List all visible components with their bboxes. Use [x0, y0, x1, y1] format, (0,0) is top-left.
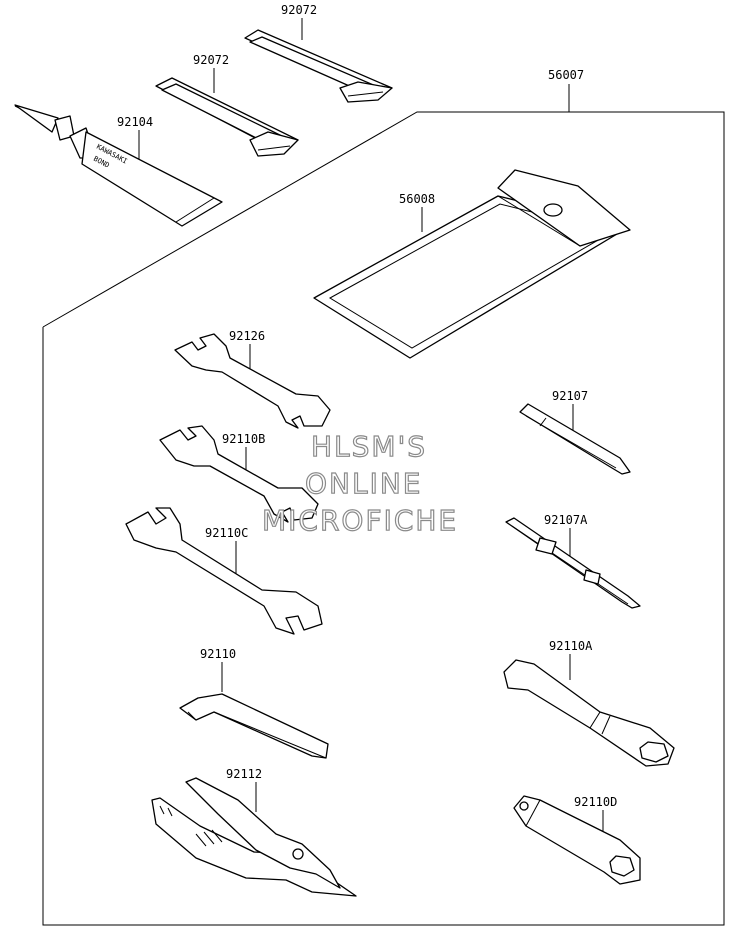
label-56008: 56008	[399, 192, 435, 206]
strap-92072-top	[244, 29, 393, 103]
screwdriver-92107A	[505, 517, 641, 609]
wrench-92110B	[159, 425, 319, 523]
box-wrench-92110A	[503, 659, 675, 767]
watermark: HLSM'S ONLINE MICROFICHE	[261, 429, 458, 537]
pouch-56008	[313, 169, 631, 359]
watermark-line-1: HLSM'S	[311, 430, 427, 463]
strap-92072-mid	[155, 77, 299, 157]
screwdriver-92107	[519, 403, 631, 475]
wrench-92126	[174, 333, 331, 429]
label-92110B: 92110B	[222, 432, 265, 446]
leader-lines	[138, 18, 604, 838]
kit-frame	[42, 111, 725, 926]
label-92107A: 92107A	[544, 513, 588, 527]
box-wrench-92110D	[513, 795, 641, 885]
wrench-92110C	[125, 507, 323, 635]
label-92072-top: 92072	[281, 3, 317, 17]
watermark-line-2: ONLINE	[305, 467, 422, 500]
label-92110A: 92110A	[549, 639, 593, 653]
hex-key-92110	[179, 693, 329, 759]
label-92112: 92112	[226, 767, 262, 781]
pliers-92112	[151, 777, 357, 897]
label-92072-mid: 92072	[193, 53, 229, 67]
tube-92104: KAWASAKI BOND	[14, 104, 223, 227]
label-92110D: 92110D	[574, 795, 617, 809]
watermark-line-3: MICROFICHE	[262, 504, 458, 537]
label-92104: 92104	[117, 115, 153, 129]
label-92126: 92126	[229, 329, 265, 343]
label-56007: 56007	[548, 68, 584, 82]
label-92110: 92110	[200, 647, 236, 661]
label-92107: 92107	[552, 389, 588, 403]
label-92110C: 92110C	[205, 526, 248, 540]
